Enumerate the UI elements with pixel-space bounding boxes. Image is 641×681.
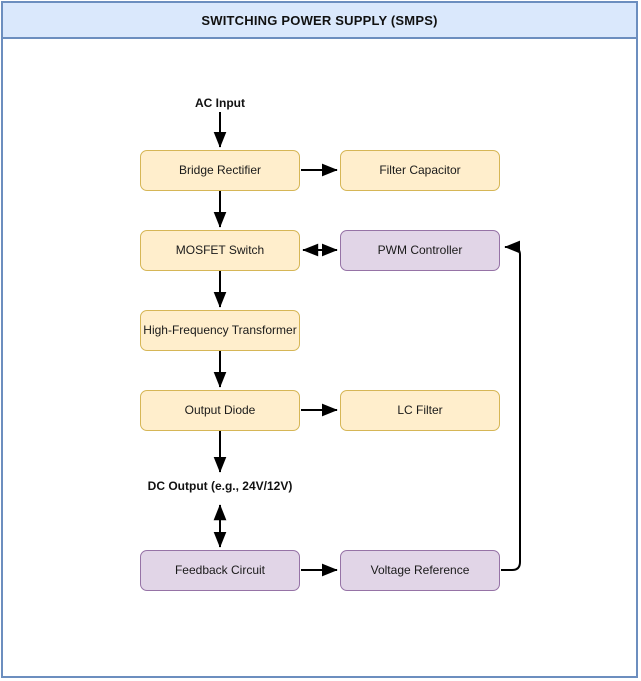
node-voltage-reference-label: Voltage Reference xyxy=(370,562,470,577)
node-output-diode[interactable]: Output Diode xyxy=(140,390,300,431)
node-lc-filter-label: LC Filter xyxy=(397,402,443,417)
diagram-title-bar: SWITCHING POWER SUPPLY (SMPS) xyxy=(1,1,638,39)
node-mosfet-switch-label: MOSFET Switch xyxy=(175,242,265,257)
flow-label-dc-output: DC Output (e.g., 24V/12V) xyxy=(110,479,330,493)
node-output-diode-label: Output Diode xyxy=(184,402,256,417)
flow-label-ac-input: AC Input xyxy=(160,96,280,110)
page-title: SWITCHING POWER SUPPLY (SMPS) xyxy=(201,12,438,28)
node-mosfet-switch[interactable]: MOSFET Switch xyxy=(140,230,300,271)
node-pwm-controller[interactable]: PWM Controller xyxy=(340,230,500,271)
flow-label-ac-input-text: AC Input xyxy=(195,96,245,110)
node-filter-capacitor-label: Filter Capacitor xyxy=(379,162,461,177)
node-voltage-reference[interactable]: Voltage Reference xyxy=(340,550,500,591)
node-bridge-rectifier[interactable]: Bridge Rectifier xyxy=(140,150,300,191)
node-hf-transformer-label: High-Frequency Transformer xyxy=(143,322,297,337)
node-filter-capacitor[interactable]: Filter Capacitor xyxy=(340,150,500,191)
node-bridge-rectifier-label: Bridge Rectifier xyxy=(178,162,262,177)
node-hf-transformer[interactable]: High-Frequency Transformer xyxy=(140,310,300,351)
node-feedback-circuit[interactable]: Feedback Circuit xyxy=(140,550,300,591)
node-lc-filter[interactable]: LC Filter xyxy=(340,390,500,431)
flow-label-dc-output-text: DC Output (e.g., 24V/12V) xyxy=(147,479,293,493)
node-pwm-controller-label: PWM Controller xyxy=(377,242,463,257)
node-feedback-circuit-label: Feedback Circuit xyxy=(174,562,266,577)
